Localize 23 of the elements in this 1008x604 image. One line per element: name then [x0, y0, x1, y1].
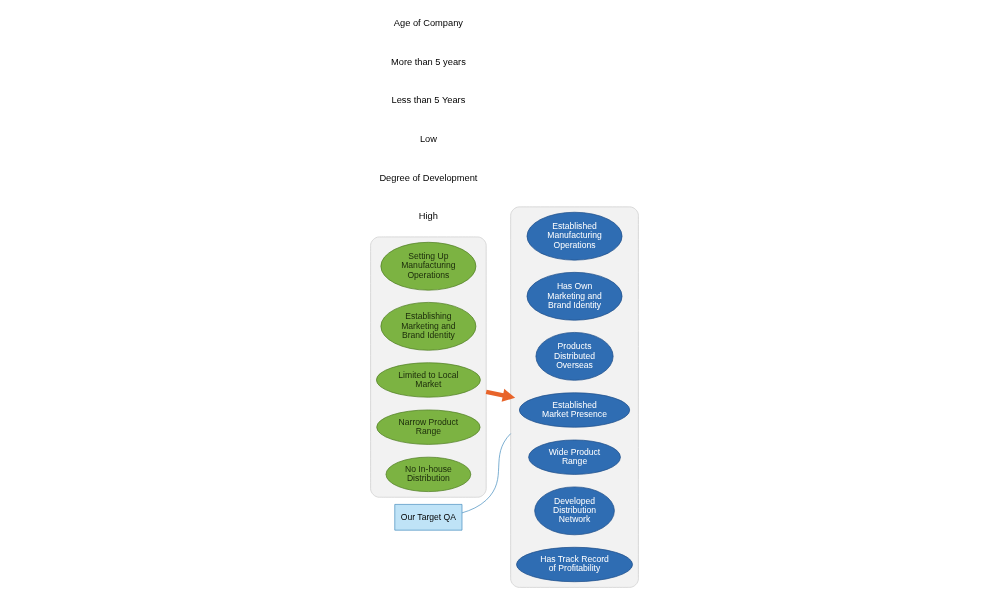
arrow: [485, 388, 515, 402]
label: More than 5 years: [390, 56, 466, 67]
node-ellipse: Established Market Presence: [518, 392, 630, 428]
node-ellipse: Limited to Local Market: [375, 362, 481, 398]
cluster: [509, 206, 639, 588]
node-box: Our Target QA: [393, 504, 462, 531]
node-ellipse: Products Distributed Overseas: [535, 332, 613, 381]
node-ellipse: Narrow Product Range: [375, 409, 480, 445]
node-ellipse: Has Own Marketing and Brand Identity: [526, 271, 622, 321]
node-ellipse: Developed Distribution Network: [533, 486, 615, 536]
label: High: [418, 211, 438, 222]
label: Age of Company: [393, 18, 463, 29]
node-ellipse: Wide Product Range: [527, 439, 621, 475]
label: Degree of Development: [378, 172, 477, 183]
label: Less than 5 Years: [391, 95, 465, 106]
node-ellipse: Established Manufacturing Operations: [526, 211, 622, 261]
node-ellipse: Establishing Marketing and Brand Identity: [380, 302, 476, 351]
label: Low: [419, 134, 437, 145]
cluster: [369, 236, 487, 498]
connector: [461, 433, 511, 514]
node-ellipse: Setting Up Manufacturing Operations: [380, 241, 476, 291]
node-ellipse: No In-house Distribution: [385, 456, 471, 492]
node-ellipse: Has Track Record of Profitability: [515, 546, 633, 583]
